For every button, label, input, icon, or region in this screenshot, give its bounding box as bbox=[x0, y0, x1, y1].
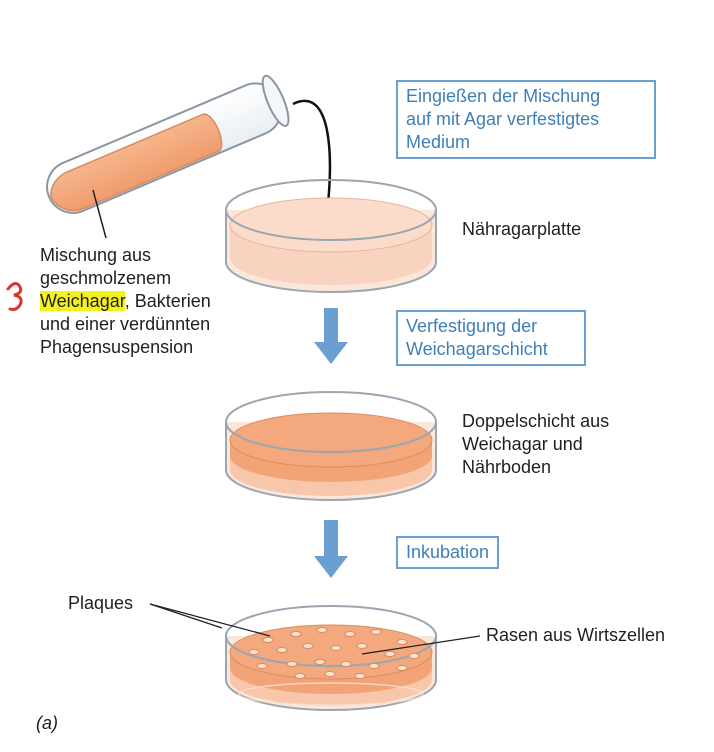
plaque-plate bbox=[225, 605, 437, 711]
step-1-line-2: auf mit Agar verfestigtes bbox=[406, 109, 600, 129]
nutrient-agar-plate bbox=[225, 179, 437, 293]
highlighted-word: Weichagar bbox=[40, 291, 125, 311]
mixture-line-3: Weichagar, Bakterien bbox=[40, 290, 211, 313]
lawn-leader-line bbox=[361, 635, 481, 655]
nutrient-plate-label: Nähragarplatte bbox=[462, 219, 582, 239]
plaques-leader-1 bbox=[149, 603, 271, 637]
double-layer-line-2: Weichagar und bbox=[462, 434, 583, 454]
mixture-line-2: geschmolzenem bbox=[40, 268, 172, 288]
step-1-line-3: Medium bbox=[406, 132, 471, 152]
plaques-label: Plaques bbox=[68, 593, 134, 613]
step-box-solidify: Verfestigung der Weichagarschicht bbox=[396, 310, 586, 366]
lawn-label: Rasen aus Wirtszellen bbox=[486, 625, 666, 645]
mixture-label: Mischung aus geschmolzenem Weichagar, Ba… bbox=[40, 244, 211, 359]
process-arrow-1 bbox=[314, 308, 348, 364]
process-arrow-2 bbox=[314, 520, 348, 578]
mixture-line-1: Mischung aus bbox=[40, 245, 152, 265]
step-box-pour: Eingießen der Mischung auf mit Agar verf… bbox=[396, 80, 656, 159]
panel-label: (a) bbox=[36, 713, 58, 733]
double-layer-line-3: Nährboden bbox=[462, 457, 552, 477]
double-layer-plate bbox=[225, 391, 437, 501]
step-3-line-1: Inkubation bbox=[406, 542, 490, 562]
plaques-leader-2 bbox=[149, 603, 223, 629]
step-1-line-1: Eingießen der Mischung bbox=[406, 86, 601, 106]
mixture-leader-line bbox=[92, 189, 107, 239]
double-layer-line-1: Doppelschicht aus bbox=[462, 411, 610, 431]
mixture-line-5: Phagensuspension bbox=[40, 337, 194, 357]
step-2-line-2: Weichagarschicht bbox=[406, 339, 548, 359]
red-annotation-mark bbox=[6, 282, 23, 311]
mixture-line-3-rest: , Bakterien bbox=[124, 291, 211, 311]
mixture-line-4: und einer verdünnten bbox=[40, 314, 211, 334]
step-2-line-1: Verfestigung der bbox=[406, 316, 538, 336]
double-layer-label: Doppelschicht aus Weichagar und Nährbode… bbox=[462, 410, 609, 479]
step-box-incubation: Inkubation bbox=[396, 536, 500, 569]
pour-arrow bbox=[292, 99, 340, 235]
test-tube bbox=[46, 74, 290, 214]
plaque-dots bbox=[248, 626, 420, 680]
